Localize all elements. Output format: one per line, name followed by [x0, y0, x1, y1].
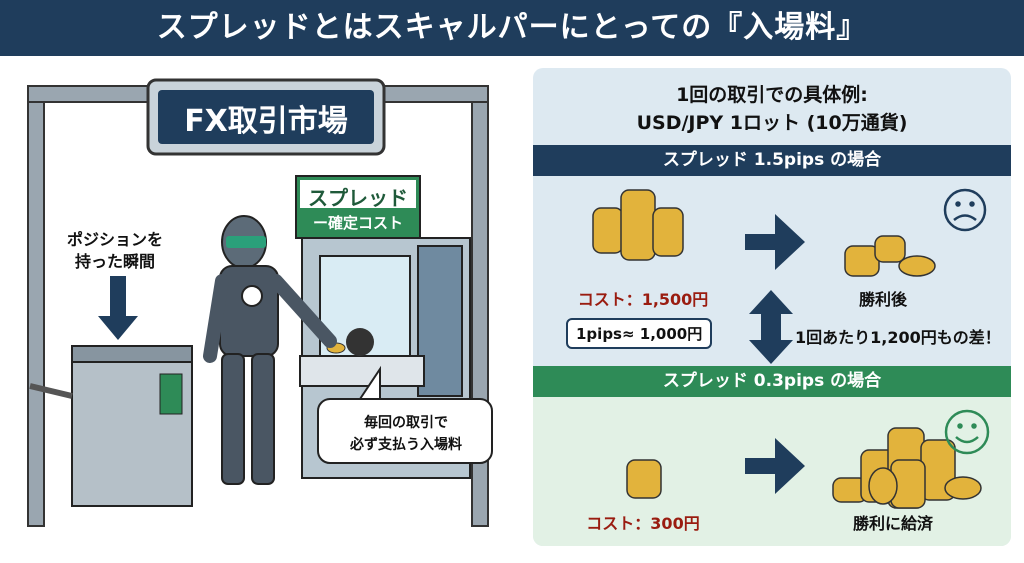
arrow-right-icon — [745, 214, 805, 270]
low-spread-result: 勝利に給済 — [852, 514, 933, 533]
position-label-line2: 持った瞬間 — [74, 252, 155, 271]
arrow-right-icon — [745, 438, 805, 494]
high-spread-result: 勝利後 — [858, 290, 907, 309]
coins-and-arrows-graphic — [592, 188, 990, 509]
happy-face-icon — [944, 409, 990, 455]
example-panel: 1回の取引での具体例: USD/JPY 1ロット (10万通貨) スプレッド 1… — [533, 68, 1011, 546]
coin-pile-big — [832, 427, 982, 509]
high-spread-band: スプレッド 1.5pips の場合 — [533, 145, 1011, 176]
gate-scene-graphic — [27, 78, 493, 527]
booth-sign-subtitle: ー確定コスト — [312, 214, 403, 232]
turnstile — [29, 345, 193, 507]
coin-stack-small — [844, 235, 936, 277]
speech-bubble-line1: 毎回の取引で — [364, 415, 448, 431]
coin-stack-tiny — [626, 459, 662, 499]
example-title-line1: 1回の取引での具体例: — [676, 84, 868, 106]
speech-bubble-line2: 必ず支払う入場料 — [350, 437, 462, 453]
coin-stack-large — [592, 189, 684, 261]
high-spread-cost: コスト：1,500円 — [577, 290, 709, 309]
double-arrow-icon — [749, 290, 793, 364]
market-illustration: FX取引市場 スプレッド ー確定コスト ポジションを 持った瞬間 毎回の取引で … — [0, 56, 520, 559]
low-spread-band: スプレッド 0.3pips の場合 — [533, 366, 1011, 397]
example-title-line2: USD/JPY 1ロット (10万通貨) — [636, 112, 908, 134]
speech-bubble — [317, 365, 493, 464]
arrow-down-icon — [98, 276, 138, 340]
market-sign: FX取引市場 — [184, 104, 348, 139]
low-spread-cost: コスト：300円 — [586, 514, 700, 533]
position-label-line1: ポジションを — [66, 230, 163, 249]
page-title: スプレッドとはスキャルパーにとっての『入場料』 — [0, 0, 1024, 56]
difference-note: 1回あたり1,200円もの差！ — [795, 328, 1001, 347]
sad-face-icon — [943, 188, 987, 232]
booth-sign-title: スプレッド — [308, 186, 408, 210]
trader-figure — [203, 215, 337, 485]
pip-value-note: 1pips≈ 1,000円 — [566, 318, 713, 349]
